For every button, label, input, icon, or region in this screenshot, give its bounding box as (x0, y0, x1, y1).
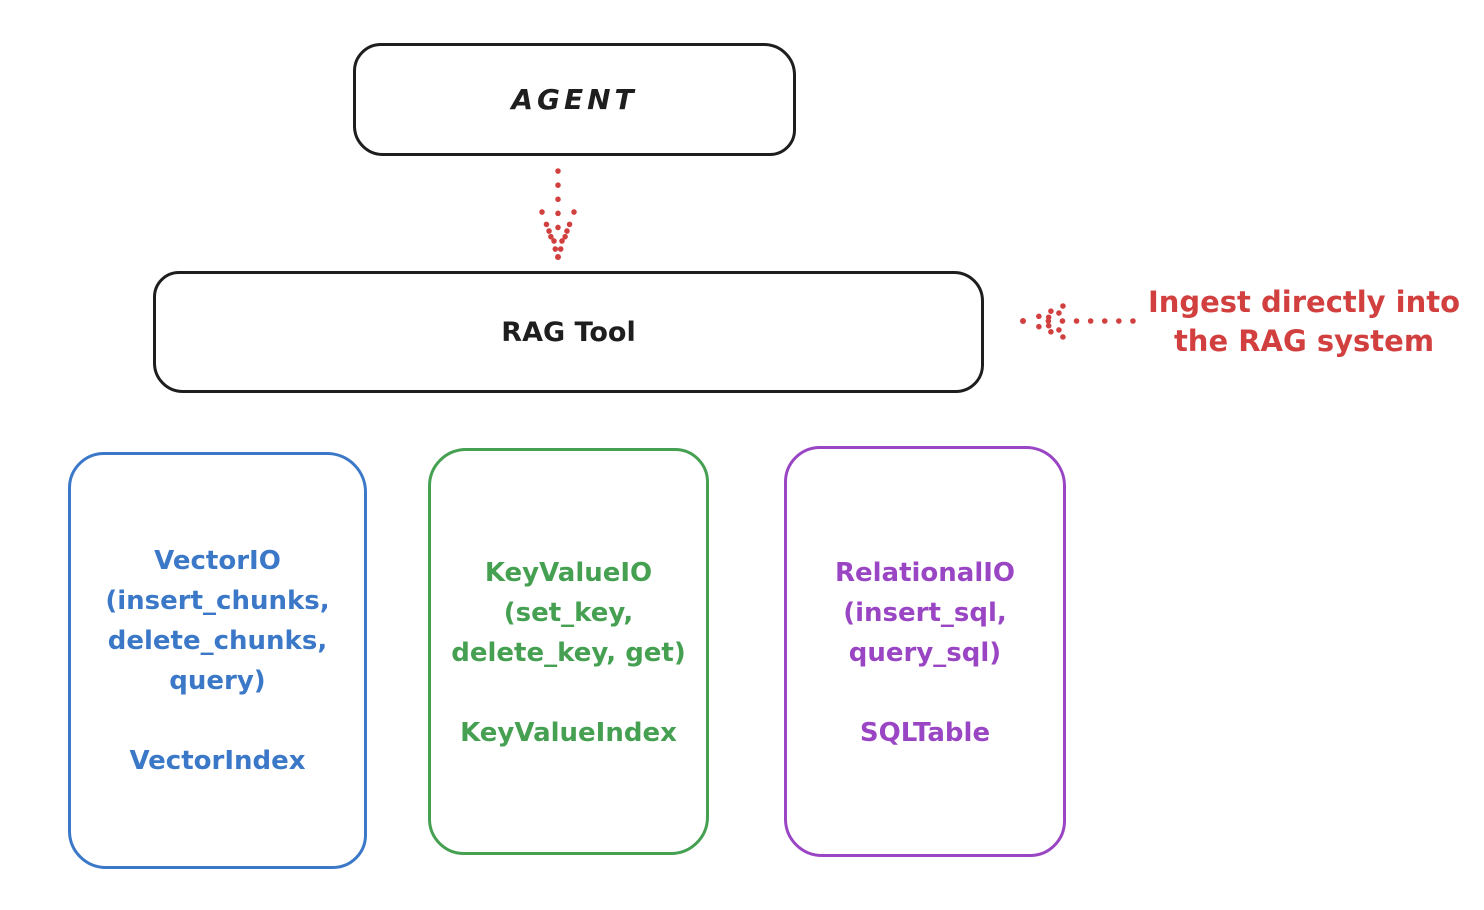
agent-node: AGENT (353, 43, 796, 156)
vector-io-line: delete_chunks, (107, 626, 328, 656)
ingest-annotation-line: the RAG system (1173, 324, 1435, 358)
relational-io-line: query_sql) (848, 638, 1002, 668)
ingest-annotation-line: Ingest directly into (1147, 285, 1461, 319)
key-value-io-node: KeyValueIO (set_key, delete_key, get) Ke… (428, 448, 709, 855)
key-value-io-line: KeyValueIO (484, 558, 653, 588)
vector-index-label: VectorIndex (129, 746, 306, 776)
vector-io-node: VectorIO (insert_chunks, delete_chunks, … (68, 452, 367, 869)
agent-label: AGENT (511, 83, 638, 116)
relational-io-node: RelationalIO (insert_sql, query_sql) SQL… (784, 446, 1066, 857)
vector-io-line: VectorIO (154, 546, 281, 576)
key-value-io-line: (set_key, (503, 598, 634, 628)
sql-table-label: SQLTable (859, 718, 991, 748)
annotation-to-rag-arrow (1020, 303, 1136, 340)
key-value-io-line: delete_key, get) (451, 638, 686, 668)
agent-to-rag-arrow (539, 168, 577, 260)
vector-io-line: (insert_chunks, (105, 586, 330, 616)
relational-io-line: (insert_sql, (843, 598, 1007, 628)
rag-tool-label: RAG Tool (501, 316, 636, 348)
rag-tool-node: RAG Tool (153, 271, 984, 393)
relational-io-line: RelationalIO (834, 558, 1016, 588)
key-value-index-label: KeyValueIndex (460, 718, 677, 748)
ingest-annotation: Ingest directly into the RAG system (1130, 283, 1478, 361)
vector-io-line: query) (169, 666, 266, 696)
